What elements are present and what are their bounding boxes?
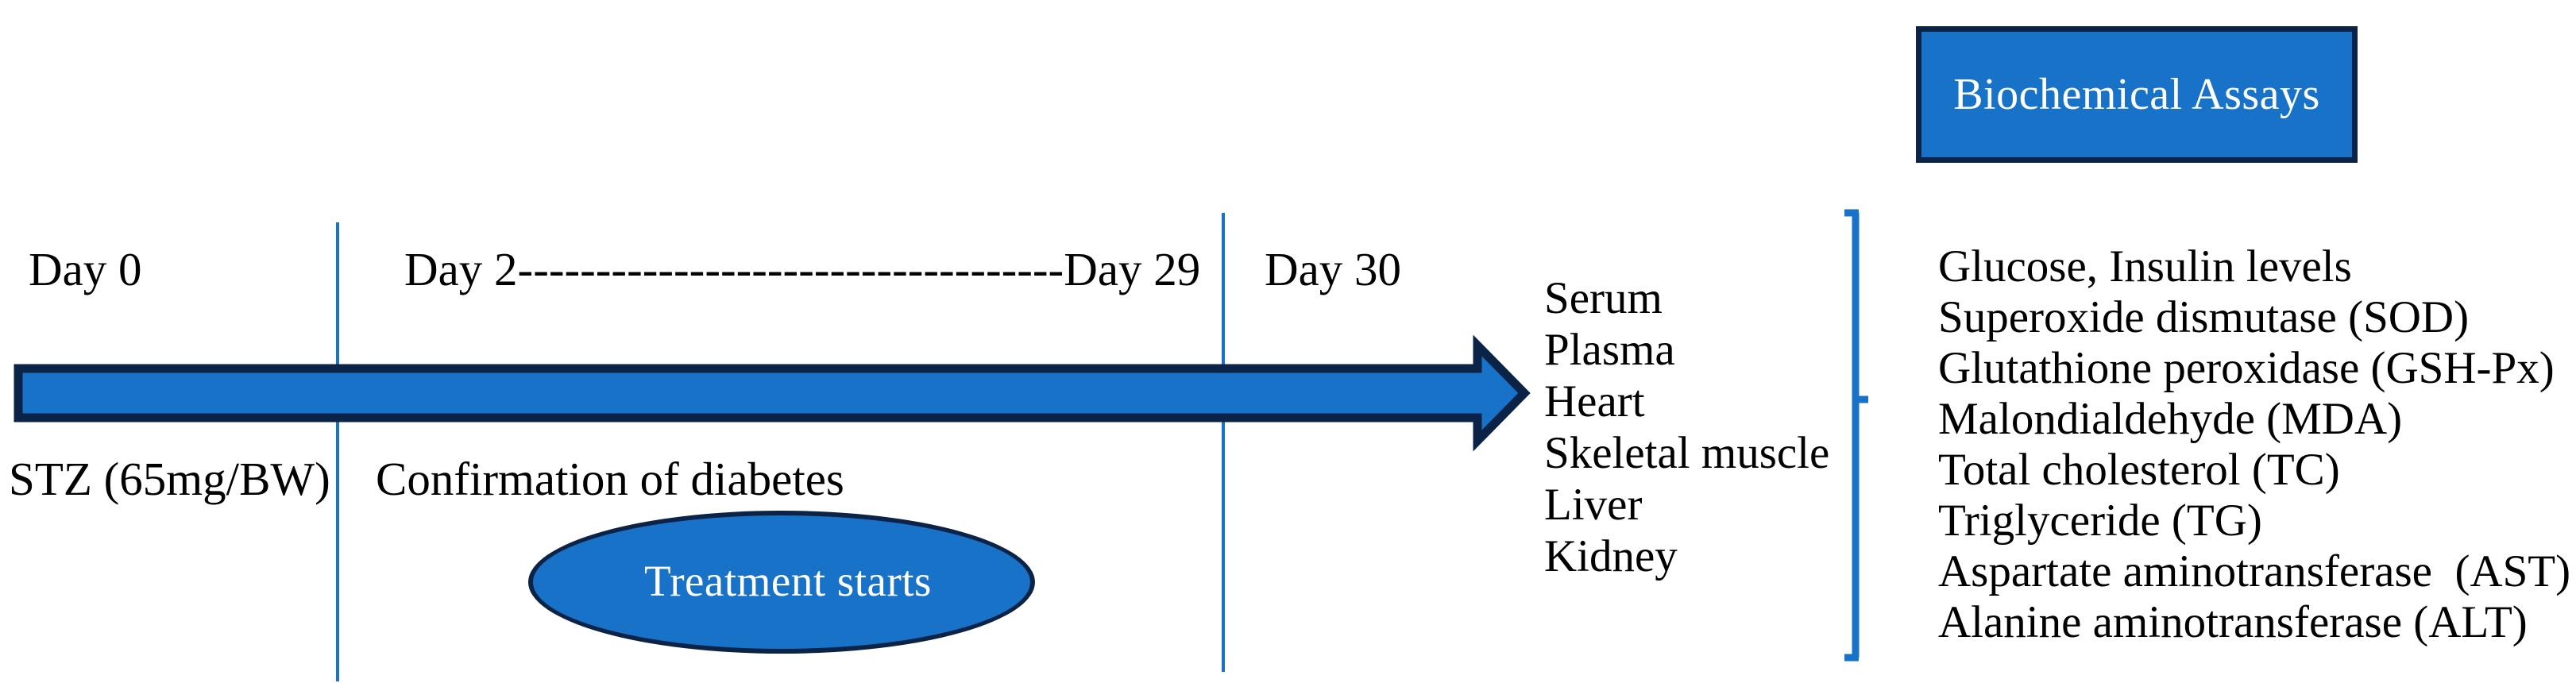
list-item: Malondialdehyde (MDA) bbox=[1938, 394, 2403, 444]
list-item: Liver bbox=[1544, 480, 1643, 530]
list-item: Heart bbox=[1544, 376, 1645, 426]
day-2-to-day-29-label: Day 2-----------------------------------… bbox=[404, 243, 1201, 295]
list-item: Serum bbox=[1544, 273, 1663, 323]
day-0-label: Day 0 bbox=[29, 243, 142, 295]
biochemical-assays-title: Biochemical Assays bbox=[1953, 70, 2320, 119]
stz-dose-label: STZ (65mg/BW) bbox=[9, 453, 330, 505]
list-item: Alanine aminotransferase (ALT) bbox=[1938, 597, 2528, 647]
bracket-shape bbox=[1844, 209, 1868, 662]
list-item: Glutathione peroxidase (GSH-Px) bbox=[1938, 343, 2555, 393]
treatment-starts-label: Treatment starts bbox=[644, 556, 932, 605]
list-item: Superoxide dismutase (SOD) bbox=[1938, 292, 2470, 342]
collected-samples-list: Serum Plasma Heart Skeletal muscle Liver… bbox=[1544, 272, 1829, 582]
samples-grouping-bracket bbox=[1827, 208, 1883, 662]
study-duration-arrow-shape bbox=[14, 334, 1531, 452]
day-30-label: Day 30 bbox=[1265, 243, 1402, 295]
list-item: Glucose, Insulin levels bbox=[1938, 241, 2352, 291]
arrow-polygon bbox=[14, 334, 1531, 452]
divider-day0-day2 bbox=[336, 222, 339, 681]
study-duration-arrow bbox=[14, 334, 1531, 452]
list-item: Aspartate aminotransferase (AST) bbox=[1938, 546, 2571, 596]
treatment-starts-ellipse: Treatment starts bbox=[528, 511, 1035, 654]
biochemical-assays-header-box: Biochemical Assays bbox=[1916, 26, 2358, 163]
diabetes-confirmation-label: Confirmation of diabetes bbox=[376, 453, 844, 505]
list-item: Total cholesterol (TC) bbox=[1938, 445, 2340, 495]
biochemical-assays-list: Glucose, Insulin levels Superoxide dismu… bbox=[1938, 241, 2570, 648]
list-item: Triglyceride (TG) bbox=[1938, 496, 2262, 546]
divider-day29-day30 bbox=[1222, 213, 1225, 672]
list-item: Skeletal muscle bbox=[1544, 428, 1830, 478]
list-item: Kidney bbox=[1544, 531, 1678, 581]
list-item: Plasma bbox=[1544, 325, 1675, 375]
